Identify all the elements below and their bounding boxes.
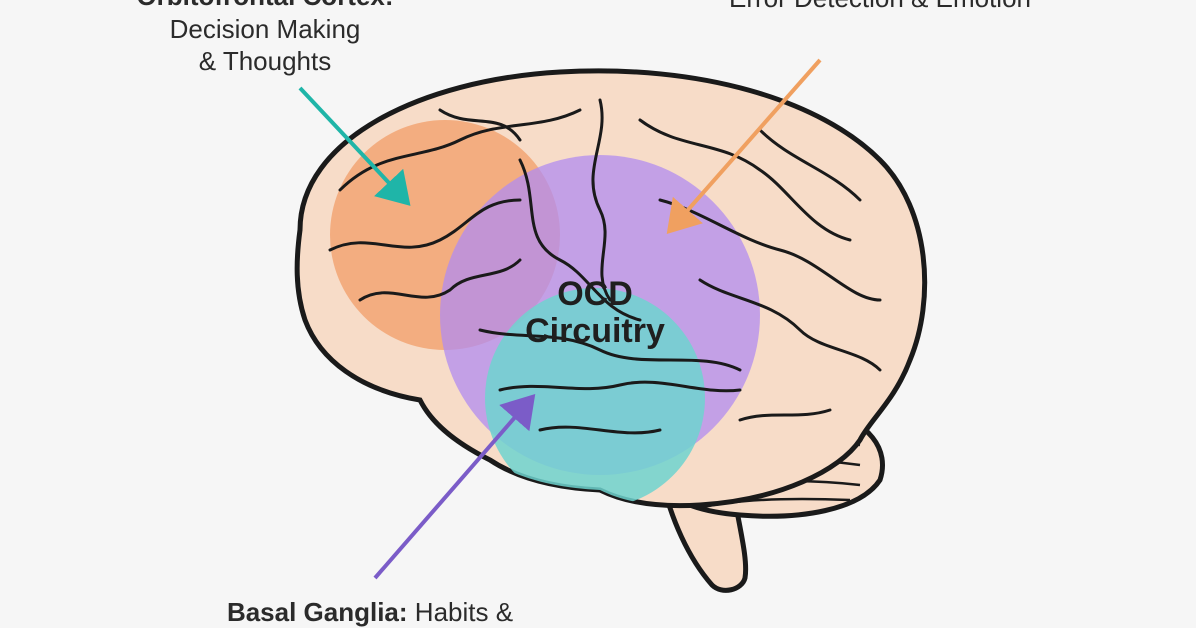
basal-ganglia-arrow (373, 393, 536, 580)
orbitofrontal-title: Orbitofrontal Cortex: (115, 0, 415, 13)
orbitofrontal-line1: Decision Making (169, 13, 361, 44)
orbitofrontal-arrow (298, 86, 411, 206)
basal-ganglia-label: Basal Ganglia: Habits & (160, 596, 580, 628)
basal-ganglia-text: Habits & (407, 597, 514, 627)
ocd-label-line1: OCD (557, 275, 633, 313)
error-detection-label: Error Detection & Emotion (690, 0, 1070, 15)
orbitofrontal-label: Orbitofrontal Cortex: Decision Making & … (115, 0, 415, 78)
basal-ganglia-region (485, 288, 705, 506)
basal-ganglia-title: Basal Ganglia: (226, 597, 408, 627)
orbitofrontal-line2: & Thoughts (198, 46, 332, 76)
cingulate-arrow (666, 58, 822, 235)
ocd-circuitry-label: OCD Circuitry (505, 275, 685, 351)
ocd-label-line2: Circuitry (525, 312, 665, 351)
